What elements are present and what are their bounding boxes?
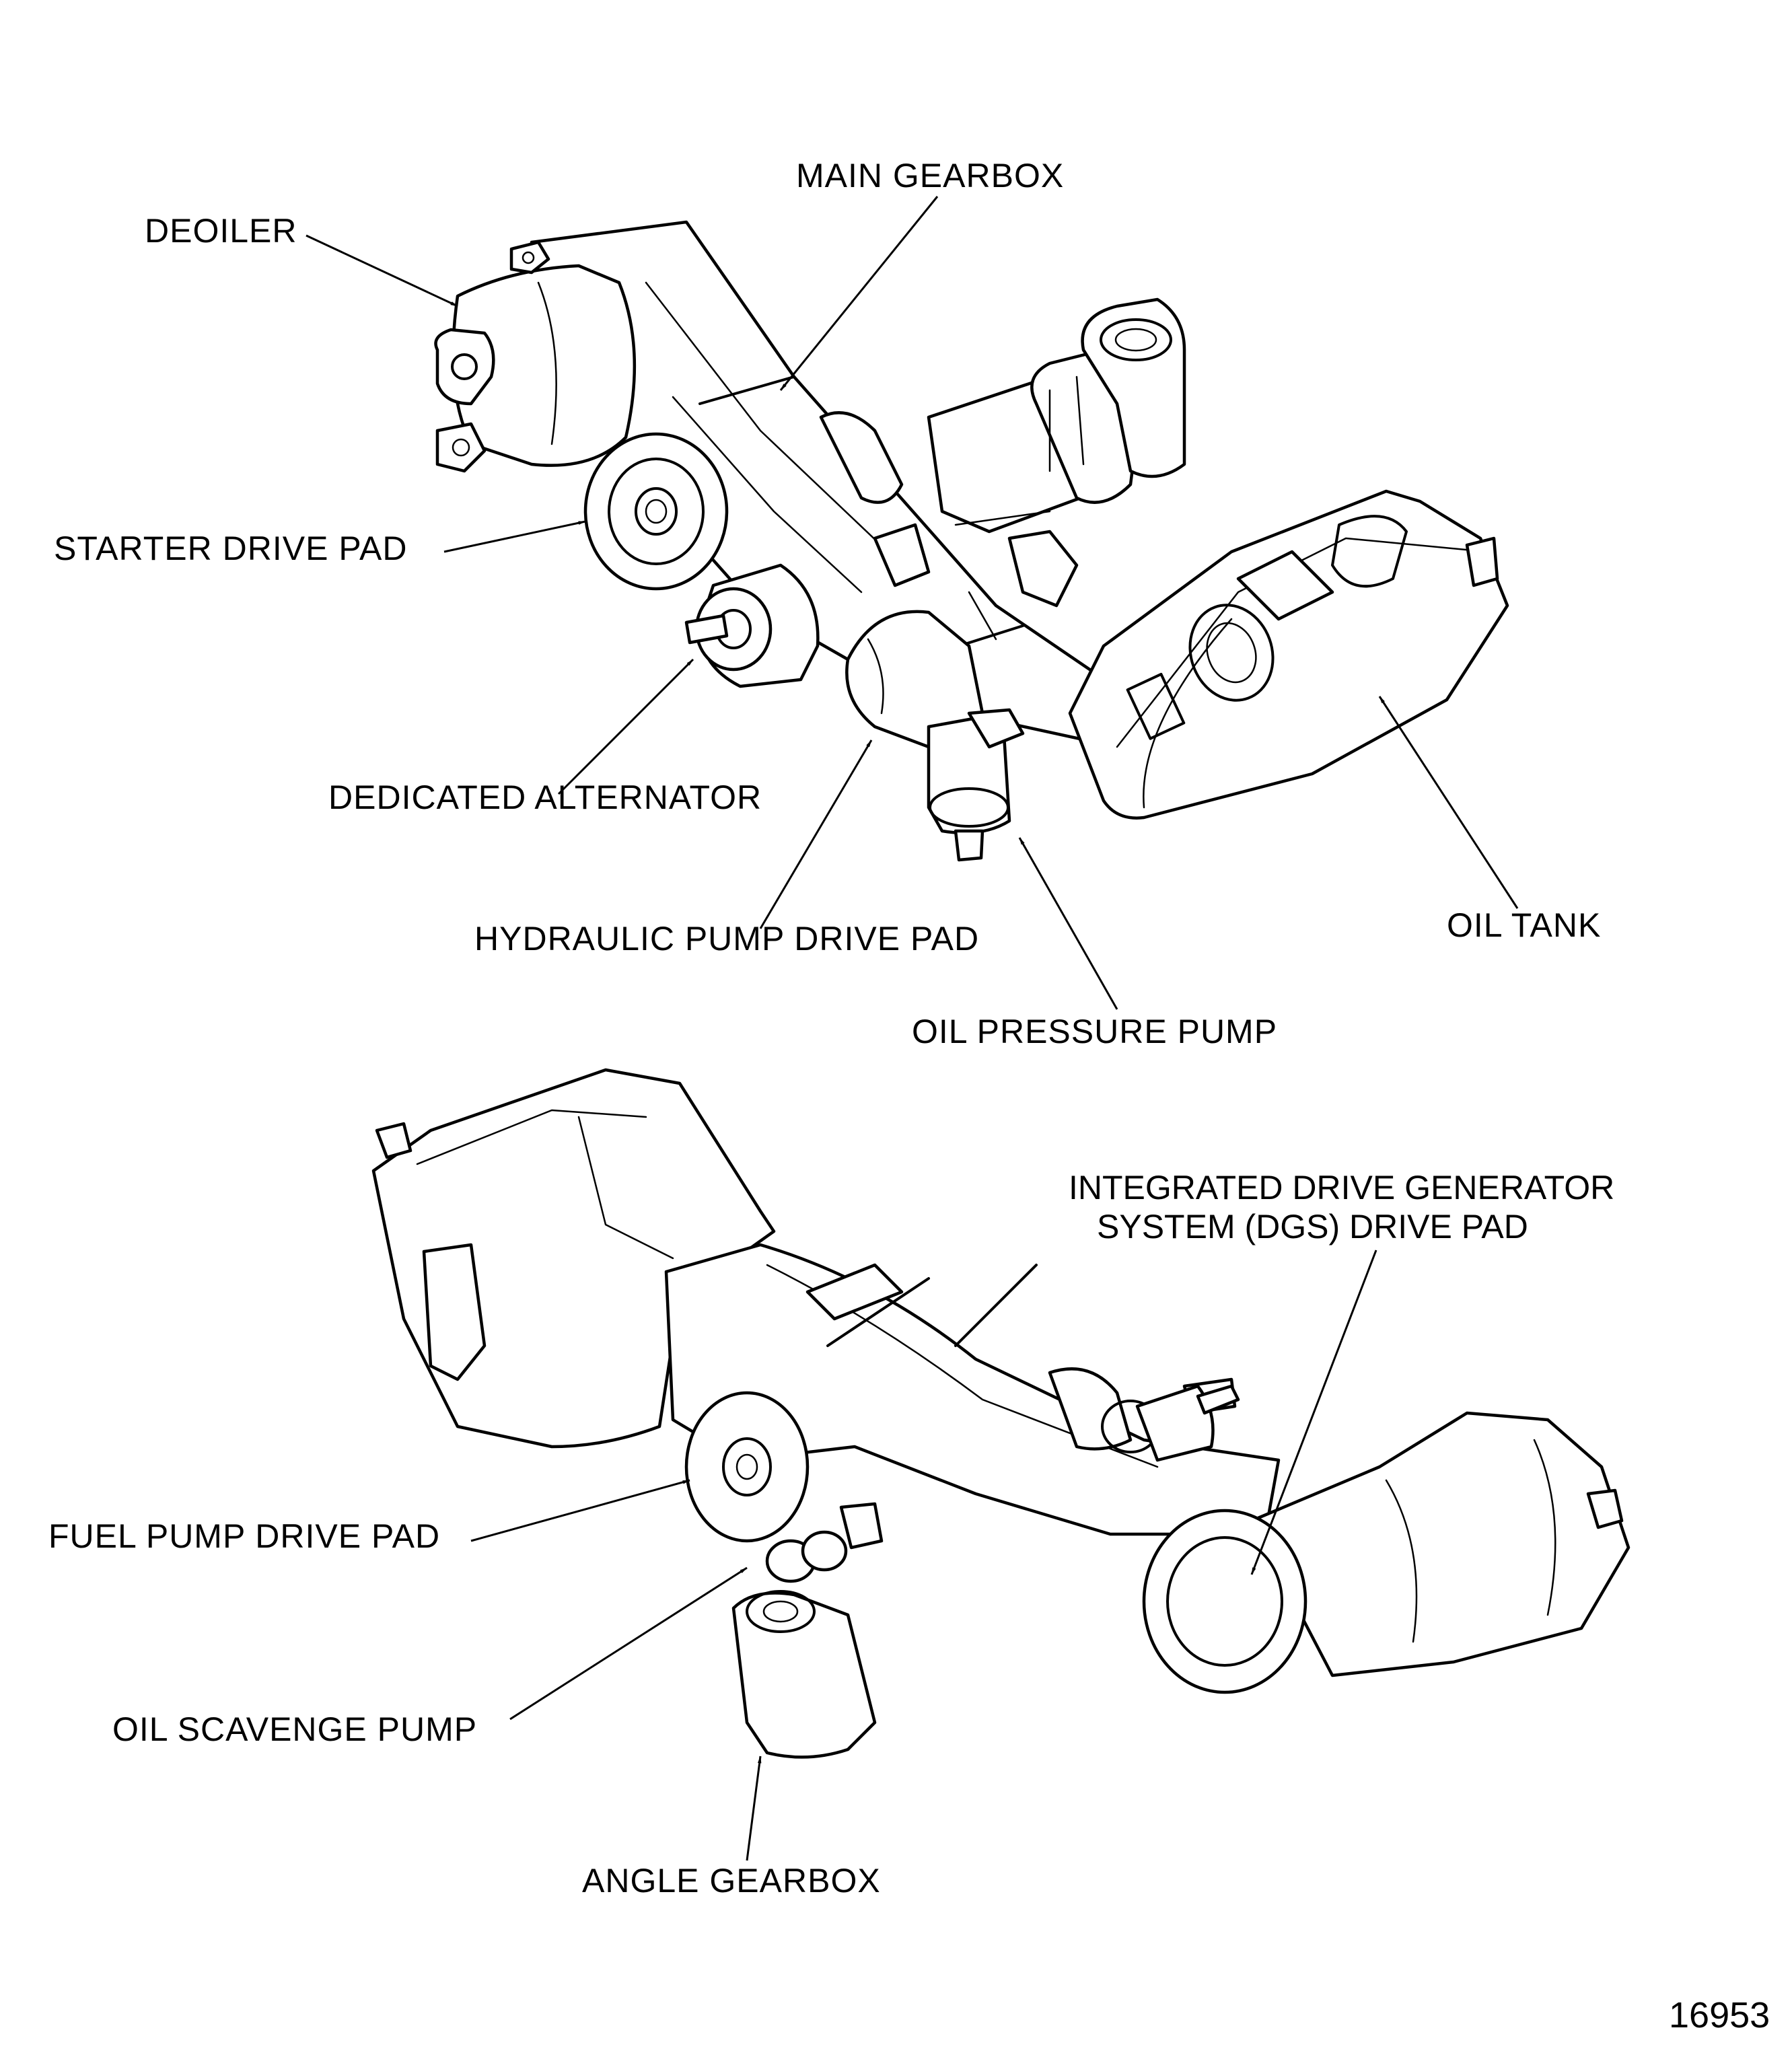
leader-angle-gearbox — [746, 1756, 762, 1861]
label-dedicated-alternator: DEDICATED ALTERNATOR — [328, 779, 762, 816]
starter-drive-pad-drawing — [583, 432, 729, 591]
label-angle-gearbox: ANGLE GEARBOX — [582, 1862, 881, 1900]
leader-hydraulic-pump-drive-pad — [759, 739, 873, 929]
figure-number: 16953 — [1669, 1995, 1770, 2035]
label-oil-pressure-pump: OIL PRESSURE PUMP — [912, 1013, 1277, 1050]
oil-tank-bottom-drawing — [371, 1068, 776, 1449]
label-oil-scavenge-pump: OIL SCAVENGE PUMP — [112, 1710, 477, 1748]
leader-oil-tank — [1378, 696, 1519, 909]
label-fuel-pump-drive-pad: FUEL PUMP DRIVE PAD — [48, 1517, 440, 1555]
label-hydraulic-pump-drive-pad: HYDRAULIC PUMP DRIVE PAD — [474, 920, 979, 957]
label-starter-drive-pad: STARTER DRIVE PAD — [54, 530, 407, 567]
leader-oil-pressure-pump — [1018, 837, 1118, 1010]
top-assembly-drawing — [434, 220, 1509, 862]
label-oil-tank: OIL TANK — [1447, 906, 1601, 944]
bottom-assembly-drawing — [371, 1068, 1630, 1759]
leader-idg-drive-pad — [1250, 1250, 1377, 1575]
dedicated-alternator-drawing — [684, 563, 820, 688]
leader-fuel-pump-drive-pad — [470, 1479, 690, 1542]
oil-scavenge-pump-drawing — [765, 1502, 884, 1583]
leader-dedicated-alternator — [557, 658, 694, 795]
deoiler-drawing — [434, 240, 637, 473]
leader-oil-scavenge-pump — [509, 1566, 748, 1721]
oil-tank-drawing — [1068, 489, 1509, 820]
dgs-drive-pad-drawing — [1142, 1411, 1630, 1694]
upper-right-shafts — [805, 1263, 1240, 1462]
label-idg-drive-pad-line1: INTEGRATED DRIVE GENERATOR — [1069, 1169, 1614, 1206]
fuel-pump-drive-pad-drawing — [684, 1391, 810, 1543]
angle-gearbox-drawing — [731, 1590, 877, 1759]
oil-pressure-pump-drawing — [927, 708, 1025, 862]
callout-leaders — [306, 196, 1519, 1861]
leader-deoiler — [306, 234, 458, 308]
leader-starter-drive-pad — [443, 520, 586, 553]
leader-main-gearbox — [779, 196, 939, 391]
label-idg-drive-pad-line2: SYSTEM (DGS) DRIVE PAD — [1097, 1208, 1528, 1245]
callout-labels: DEOILER MAIN GEARBOX STARTER DRIVE PAD D… — [48, 157, 1770, 2035]
label-main-gearbox: MAIN GEARBOX — [796, 157, 1064, 194]
right-arm — [927, 297, 1186, 534]
label-deoiler: DEOILER — [145, 212, 297, 250]
